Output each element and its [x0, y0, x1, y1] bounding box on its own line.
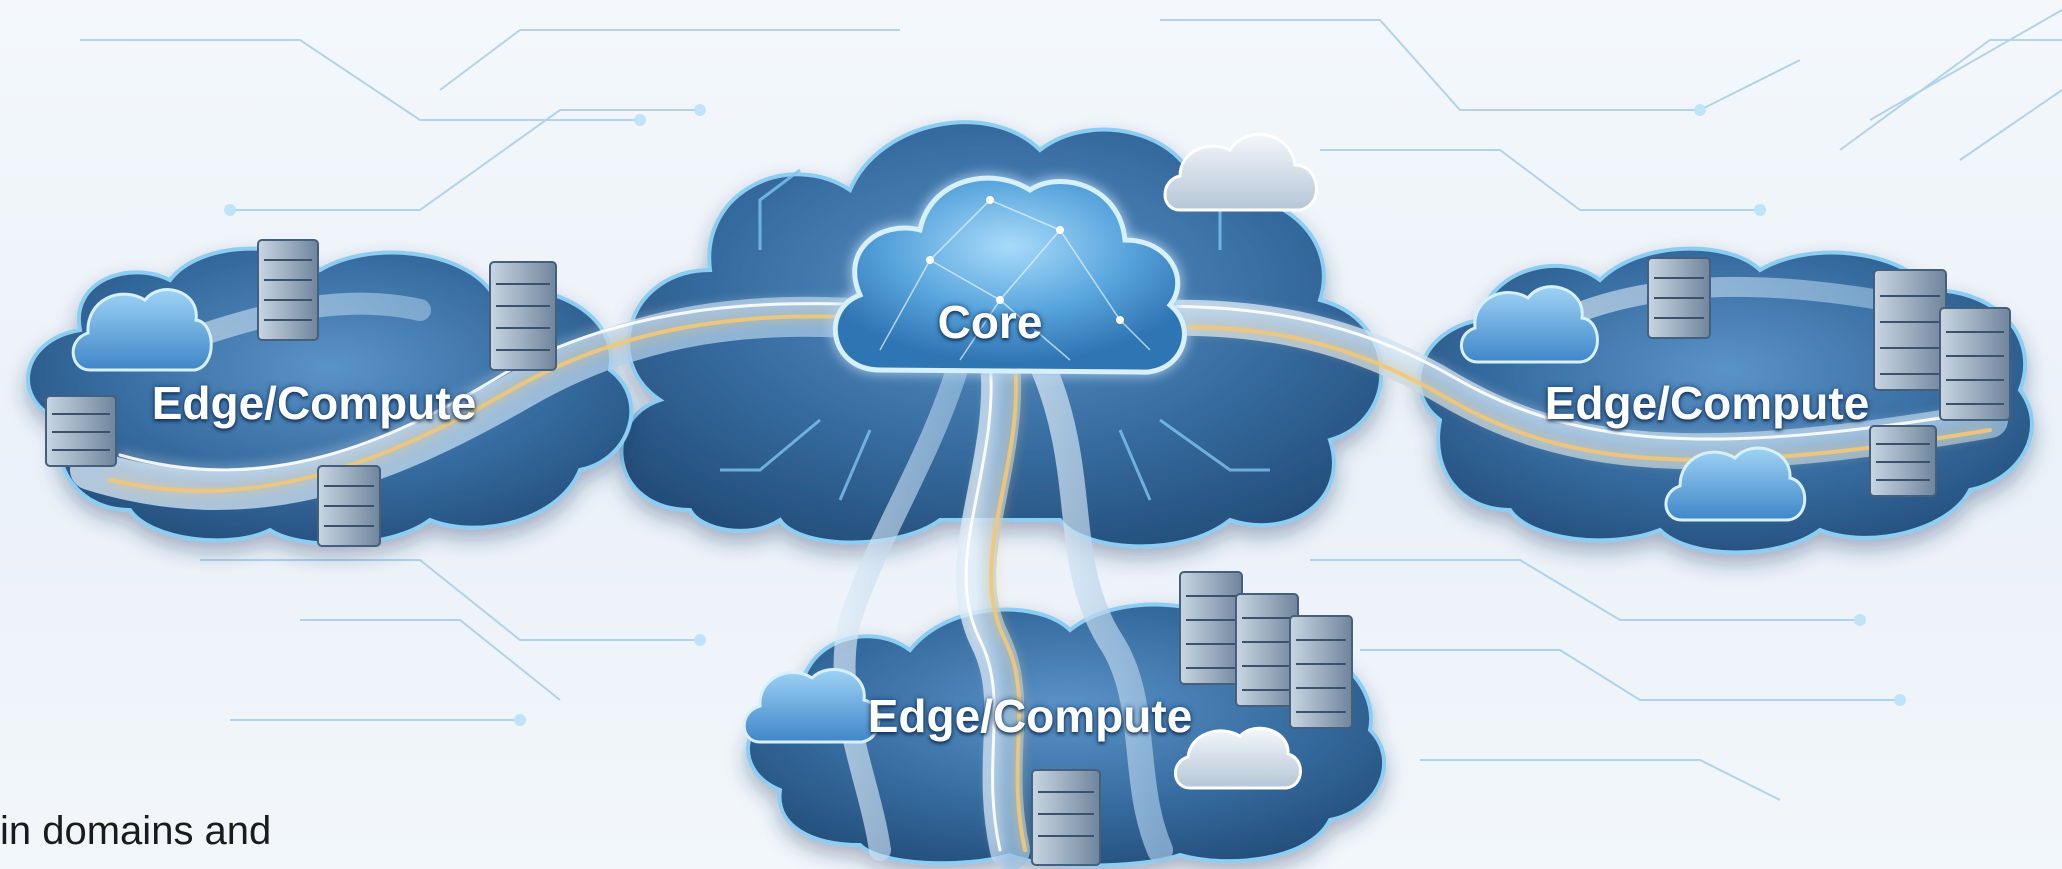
server-icon: [317, 465, 381, 547]
cloud-icon: [742, 668, 881, 744]
core-node-label: Core: [937, 296, 1043, 348]
server-racks: [45, 239, 2011, 866]
cloud-icon: [1664, 446, 1807, 522]
server-icon: [1179, 571, 1243, 685]
cloud-icon-core-top: [1163, 133, 1318, 212]
edge-compute-right-label: Edge/Compute: [1544, 377, 1870, 429]
server-icon: [1869, 425, 1937, 497]
server-icon: [1031, 769, 1101, 866]
server-icon: [1873, 269, 1947, 391]
server-icon: [1647, 257, 1711, 339]
cloud-icon: [1174, 726, 1302, 790]
circuit-lines: [80, 9, 2062, 801]
caption-text: in domains and: [0, 804, 400, 858]
server-icon: [257, 239, 319, 341]
server-icon: [45, 395, 117, 467]
core-cloud-icon: [832, 175, 1187, 375]
edge-compute-bottom-label: Edge/Compute: [867, 690, 1193, 742]
cloud-icon: [71, 288, 213, 372]
core-circuits: [720, 168, 1270, 501]
caption-line-1: in domains and: [0, 809, 272, 853]
cloud-icon: [1459, 285, 1599, 364]
server-icon: [489, 261, 557, 371]
server-icon: [1939, 307, 2011, 421]
server-icon: [1289, 615, 1353, 729]
edge-compute-left-label: Edge/Compute: [151, 377, 477, 429]
server-icon: [1235, 593, 1299, 707]
cloud-icons: [71, 285, 1807, 790]
